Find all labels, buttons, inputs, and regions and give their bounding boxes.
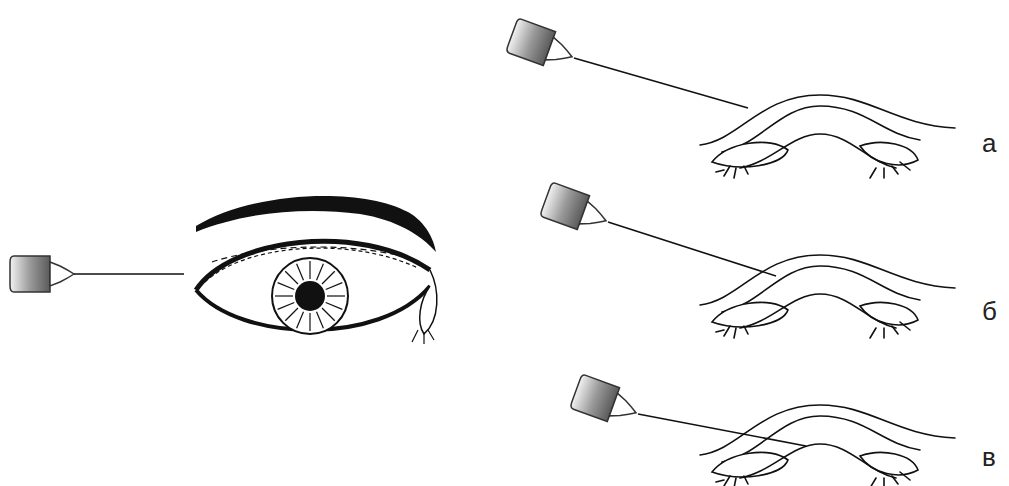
iris-ray [322, 308, 335, 321]
iris-ray [326, 303, 343, 310]
figure-letter: в [982, 444, 996, 470]
iris-ray [297, 264, 304, 281]
iris-ray [322, 271, 335, 284]
iris-ray [275, 295, 293, 296]
iris-ray [278, 283, 295, 290]
iris-ray [309, 261, 310, 279]
side-view-b [540, 182, 955, 338]
iris-ray [285, 271, 298, 284]
figure-letter: а [982, 130, 996, 156]
front-eye [10, 196, 437, 344]
iris-ray [297, 312, 304, 329]
side-view-a [506, 18, 955, 178]
iris-ray [317, 312, 324, 329]
side-view-c [570, 374, 955, 486]
figure-letter: б [982, 298, 997, 324]
iris-ray [285, 308, 298, 321]
iris-ray [327, 295, 345, 296]
iris-ray [326, 283, 343, 290]
iris-ray [317, 264, 324, 281]
iris-ray [309, 313, 310, 331]
iris-ray [278, 303, 295, 310]
